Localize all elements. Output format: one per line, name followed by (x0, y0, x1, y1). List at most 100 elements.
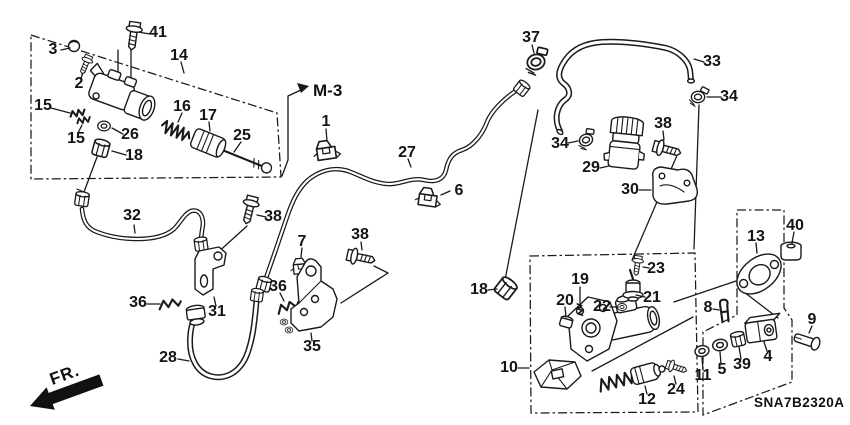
section-ref-label: M-3 (313, 81, 342, 100)
callout-38: 38 (654, 115, 672, 141)
callout-number: 30 (621, 181, 639, 198)
arrowhead (297, 83, 309, 93)
callout-leader (111, 150, 127, 156)
sealing-washer (284, 326, 294, 334)
callout-leader (300, 247, 303, 258)
callout-number: 22 (593, 298, 611, 315)
callout-41: 41 (137, 24, 167, 41)
connection-line (743, 291, 779, 319)
callout-28: 28 (159, 349, 190, 366)
diagram-code: SNA7B2320A (754, 395, 845, 410)
callout-21: 21 (635, 289, 661, 306)
callout-leader (662, 130, 665, 141)
callout-number: 29 (582, 159, 600, 176)
push-rod-bolt-24 (664, 358, 689, 378)
callout-leader (177, 358, 190, 362)
callout-16: 16 (173, 98, 191, 123)
callout-leader (755, 242, 758, 254)
callout-leader (763, 341, 768, 352)
callout-number: 10 (500, 359, 518, 376)
callout-20: 20 (556, 292, 574, 318)
connection-line (693, 104, 700, 250)
callout-leader (673, 375, 677, 385)
callout-number: 20 (556, 292, 574, 309)
callout-number: 36 (129, 294, 147, 311)
callout-number: 31 (208, 303, 226, 320)
callout-number: 3 (49, 41, 58, 58)
connection-line (504, 109, 539, 281)
hose-clamp-34 (573, 125, 601, 153)
callout-34: 34 (551, 135, 579, 152)
callout-leader (693, 58, 705, 63)
callout-number: 41 (149, 24, 167, 41)
callout-leader (440, 190, 451, 196)
callout-2: 2 (75, 72, 84, 92)
spring-pin-15 (68, 107, 87, 119)
callout-leader (77, 124, 83, 134)
callout-leader (599, 165, 610, 169)
connection-line (673, 280, 737, 303)
callout-number: 8 (704, 299, 713, 316)
callout-leader (567, 140, 579, 144)
clip-8 (718, 298, 730, 324)
callout-37: 37 (522, 29, 540, 54)
callout-leader (644, 385, 648, 395)
callout-15: 15 (67, 124, 85, 147)
callout-14: 14 (170, 47, 188, 74)
callout-leader (701, 357, 704, 371)
callout-number: 17 (199, 107, 217, 124)
hose-opening (556, 128, 564, 136)
callout-leader (177, 112, 183, 123)
callout-number: 21 (643, 289, 661, 306)
front-direction-arrow: FR. (30, 361, 104, 410)
joint-block-4 (744, 312, 781, 344)
flange-bolt-38 (344, 246, 378, 270)
callout-leader (279, 292, 285, 302)
callout-number: 18 (125, 147, 143, 164)
callout-38: 38 (256, 208, 282, 225)
callout-leader (208, 121, 211, 132)
reservoir-valve-21 (622, 268, 644, 302)
callout-11: 11 (695, 357, 712, 384)
callout-number: 28 (159, 349, 177, 366)
pipe-clip-6 (414, 185, 444, 209)
callout-leader (791, 231, 795, 244)
callout-leader (712, 308, 720, 311)
callout-38: 38 (351, 226, 369, 251)
callout-leader (635, 294, 646, 298)
mounting-kit-box (702, 209, 793, 416)
callout-5: 5 (718, 351, 727, 378)
callout-leader (256, 214, 267, 218)
callout-number: 1 (322, 113, 331, 130)
pipe-clip-1 (311, 138, 342, 162)
callout-1: 1 (322, 113, 331, 142)
callout-6: 6 (440, 182, 464, 199)
connection-line (83, 156, 98, 193)
wire-clip-36 (157, 297, 183, 311)
callout-number: 16 (173, 98, 191, 115)
grommet-40 (780, 241, 802, 261)
callout-19: 19 (571, 271, 589, 304)
callout-40: 40 (786, 217, 804, 244)
callout-18: 18 (470, 281, 498, 298)
callout-leader (137, 31, 151, 35)
clutch-slave-cylinder (88, 62, 156, 121)
callout-13: 13 (747, 228, 765, 254)
callout-number: 5 (718, 361, 727, 378)
callout-27: 27 (398, 144, 416, 168)
callout-39: 39 (733, 346, 751, 373)
callout-number: 34 (720, 88, 738, 105)
callout-leader (564, 306, 567, 318)
mounting-plate-13 (736, 253, 782, 295)
callout-leader (407, 158, 412, 168)
callout-22: 22 (593, 298, 619, 315)
callout-number: 38 (654, 115, 672, 132)
callout-number: 4 (764, 348, 773, 365)
callout-leader (80, 72, 84, 79)
callout-number: 2 (75, 75, 84, 92)
callout-number: 12 (638, 391, 656, 408)
callout-number: 15 (67, 130, 85, 147)
callout-leader (808, 325, 813, 334)
